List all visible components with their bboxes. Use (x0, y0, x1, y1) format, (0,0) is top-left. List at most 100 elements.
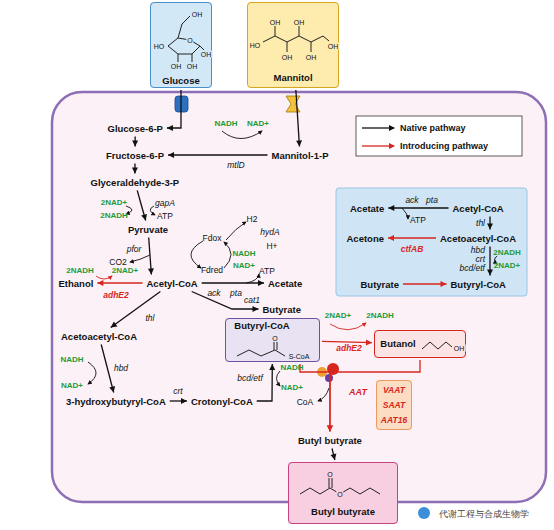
connector (148, 238, 154, 275)
metabolite-node: Acetoacetyl-CoA (438, 232, 518, 245)
arrow-head (327, 425, 333, 431)
arrow-head (111, 322, 118, 328)
pathway-label: ATP (259, 267, 275, 276)
drawing-path (362, 145, 394, 146)
drawing-path (222, 131, 262, 139)
drawing-rect (52, 92, 546, 502)
drawing-path (329, 478, 332, 488)
box-title: VAAT (383, 386, 405, 395)
drawing-path (237, 350, 285, 356)
pathway-label: 2NAD+ (494, 262, 520, 270)
drawing-rect (336, 188, 527, 296)
metabolite-name: Acetone (347, 233, 384, 244)
pathway-label: ack (405, 196, 418, 205)
drawing-path (402, 208, 408, 219)
arrow-head (296, 140, 302, 146)
pathway-label: Fdred (201, 266, 223, 275)
arrow-head (132, 167, 138, 173)
drawing-path (274, 342, 277, 350)
metabolite-node: 3-hydroxybutyryl-CoA (64, 395, 168, 408)
pathway-label: H2 (247, 215, 258, 224)
structure-box: ButanolOH (374, 330, 466, 358)
connector (331, 449, 337, 461)
arrow-head (388, 205, 394, 211)
metabolite-node: Glyceraldehyde-3-P (89, 176, 182, 189)
drawing-path (150, 206, 155, 215)
pathway-label: NAD+ (281, 384, 303, 392)
structure-label: OH (327, 43, 340, 50)
structure-label: SAAT (383, 401, 406, 410)
drawing-path (224, 242, 231, 268)
drawing-path (318, 388, 329, 401)
connector (202, 280, 264, 286)
pathway-label: 2NAD+ (101, 199, 127, 207)
drawing-path (226, 222, 246, 240)
connector-line (202, 282, 264, 283)
arrow-head (366, 340, 372, 346)
pathway-label: ATP (157, 212, 173, 221)
metabolite-node: Glucose-6-P (106, 122, 165, 135)
metabolite-name: Acetate (350, 203, 384, 214)
pathway-label: pta (426, 196, 438, 205)
metabolite-node: Acetoacetyl-CoA (59, 330, 139, 343)
pathway-label: hbd (471, 246, 485, 255)
connector-line (101, 345, 113, 393)
connector (132, 164, 138, 174)
structure-label: OH (305, 54, 318, 61)
connector-line (388, 237, 436, 238)
pathway-label: 2NADH (493, 249, 521, 257)
connector-line (296, 90, 300, 147)
metabolite-node: Acetone (345, 232, 386, 245)
pathway-label: ATP (410, 216, 426, 225)
connector (388, 205, 448, 211)
pathway-label: Fdox (203, 234, 222, 243)
pathway-label: thl (476, 219, 485, 228)
metabolite-node: Butyrate (359, 278, 402, 291)
connector (487, 247, 493, 276)
metabolite-node: Butyl butyrate (296, 434, 364, 447)
structure-label: HO (249, 42, 262, 49)
structure-box: MannitolHOOHOHOHOHOH (247, 2, 339, 88)
structure-box: Butyl butyrateOO (288, 462, 398, 524)
metabolite-name: Butyl butyrate (298, 435, 362, 446)
connector (296, 90, 302, 147)
arrow-head (141, 214, 147, 221)
connector-line (322, 341, 372, 342)
legend-text: Native pathway (400, 124, 466, 133)
arrow-head (331, 453, 337, 460)
pathway-label: NADH (60, 356, 83, 364)
connector (167, 90, 181, 131)
pathway-label: crt (476, 255, 485, 264)
drawing-path (96, 276, 112, 279)
pathway-label: hydA (260, 228, 279, 237)
connector (257, 364, 276, 401)
metabolite-node: Acetyl-CoA (145, 277, 200, 290)
connector-line (330, 360, 420, 432)
arrow-head (487, 224, 493, 230)
arrow-head (388, 235, 394, 241)
connector-line (168, 154, 267, 155)
drawing-path (168, 38, 200, 54)
drawing-rect (374, 330, 466, 358)
drawing-rect (356, 116, 522, 156)
pathway-label: mtlD (227, 161, 244, 170)
structure-label: HO (153, 43, 166, 50)
drawing-path (362, 127, 394, 128)
metabolite-name: Butyryl-CoA (451, 279, 506, 290)
drawing-rect (150, 2, 212, 88)
metabolite-name: Glucose-6-P (108, 123, 163, 134)
metabolite-name: Acetyl-CoA (453, 203, 504, 214)
drawing-path (263, 36, 329, 42)
pathway-label: 2NAD+ (112, 267, 138, 275)
arrow-head (167, 125, 173, 131)
pathway-label: NAD+ (61, 382, 83, 390)
connector-line (167, 90, 181, 128)
arrow-head (487, 270, 493, 276)
connector (101, 345, 115, 393)
drawing-path (275, 26, 276, 36)
arrow-head (253, 306, 259, 312)
pathway-label: pfor (127, 245, 142, 254)
pathway-label: ack (207, 289, 220, 298)
pathway-label: gapA (155, 199, 175, 208)
pathway-label: bcd/etf (459, 264, 485, 273)
